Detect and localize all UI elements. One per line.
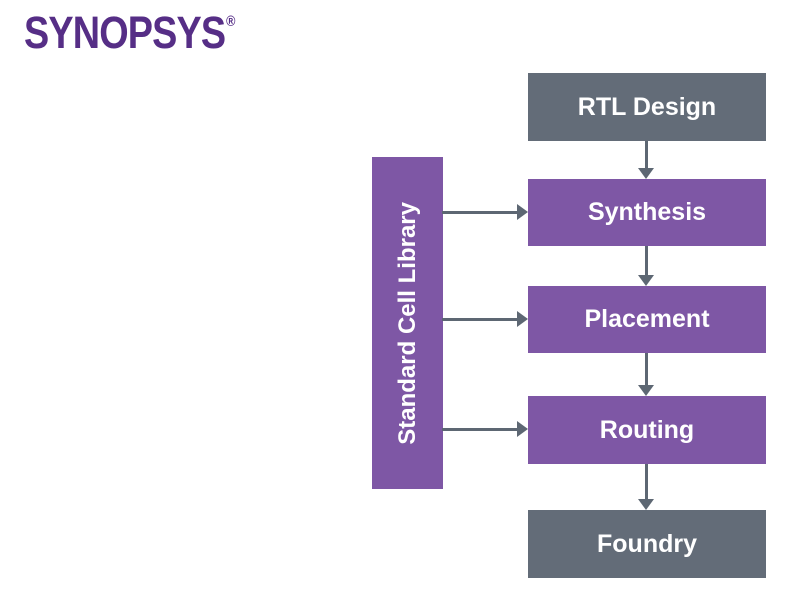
arrow-right-icon bbox=[442, 421, 528, 438]
registered-trademark-mark: ® bbox=[226, 13, 236, 30]
arrow-down-icon bbox=[638, 464, 655, 510]
arrow-right-icon bbox=[442, 311, 528, 328]
arrow-down-icon bbox=[638, 141, 655, 179]
flow-step-label: RTL Design bbox=[577, 92, 717, 121]
arrow-right-icon bbox=[442, 204, 528, 221]
standard-cell-library-box: Standard Cell Library bbox=[372, 157, 443, 489]
flow-step-label: Synthesis bbox=[587, 198, 707, 226]
flow-step-routing: Routing bbox=[528, 396, 766, 464]
flow-step-synthesis: Synthesis bbox=[528, 179, 766, 246]
synopsys-logo: SYNOPSYS® bbox=[24, 10, 235, 55]
flow-step-placement: Placement bbox=[528, 286, 766, 353]
flow-step-label: Placement bbox=[584, 305, 710, 333]
flow-step-label: Routing bbox=[599, 415, 695, 444]
flow-step-foundry: Foundry bbox=[528, 510, 766, 578]
standard-cell-library-label: Standard Cell Library bbox=[393, 201, 421, 445]
logo-wordmark: SYNOPSYS bbox=[24, 7, 226, 58]
arrow-down-icon bbox=[638, 246, 655, 286]
flow-step-label: Foundry bbox=[597, 529, 697, 558]
arrow-down-icon bbox=[638, 353, 655, 396]
flow-step-rtl-design: RTL Design bbox=[528, 73, 766, 141]
